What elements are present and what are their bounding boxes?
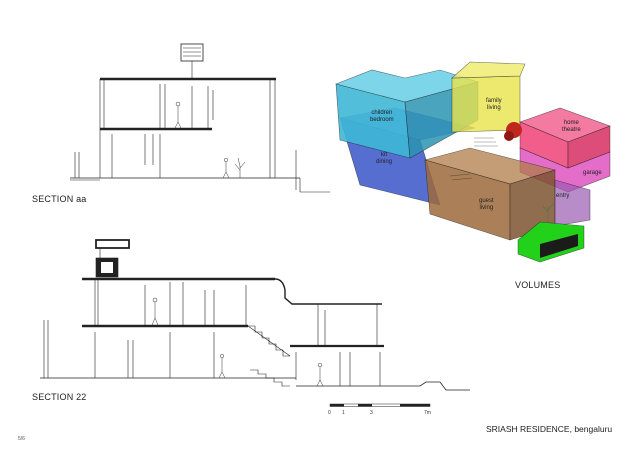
volumes-label: VOLUMES xyxy=(515,280,561,290)
section-22-label: SECTION 22 xyxy=(32,392,87,402)
label-entry: entry xyxy=(556,193,570,199)
page-number: 5/6 xyxy=(18,436,25,442)
scale-tick-3: 3 xyxy=(370,410,373,416)
section-aa-label: SECTION aa xyxy=(32,194,87,204)
scale-tick-0: 0 xyxy=(328,410,331,416)
family-living-top xyxy=(451,61,526,79)
project-title: SRIASH RESIDENCE, bengaluru xyxy=(486,424,613,434)
label-kit-dining: kit dining xyxy=(376,152,393,165)
label-home-theatre: home theatre xyxy=(562,120,581,133)
scale-tick-1: 1 xyxy=(342,410,345,416)
entry-volume xyxy=(554,179,591,227)
label-garage: garage xyxy=(583,170,602,176)
scale-tick-7m: 7m xyxy=(424,410,431,416)
label-children-bedroom: children bedroom xyxy=(370,110,394,123)
label-family-living: family living xyxy=(486,98,502,111)
label-guest-living: guest living xyxy=(479,198,494,211)
